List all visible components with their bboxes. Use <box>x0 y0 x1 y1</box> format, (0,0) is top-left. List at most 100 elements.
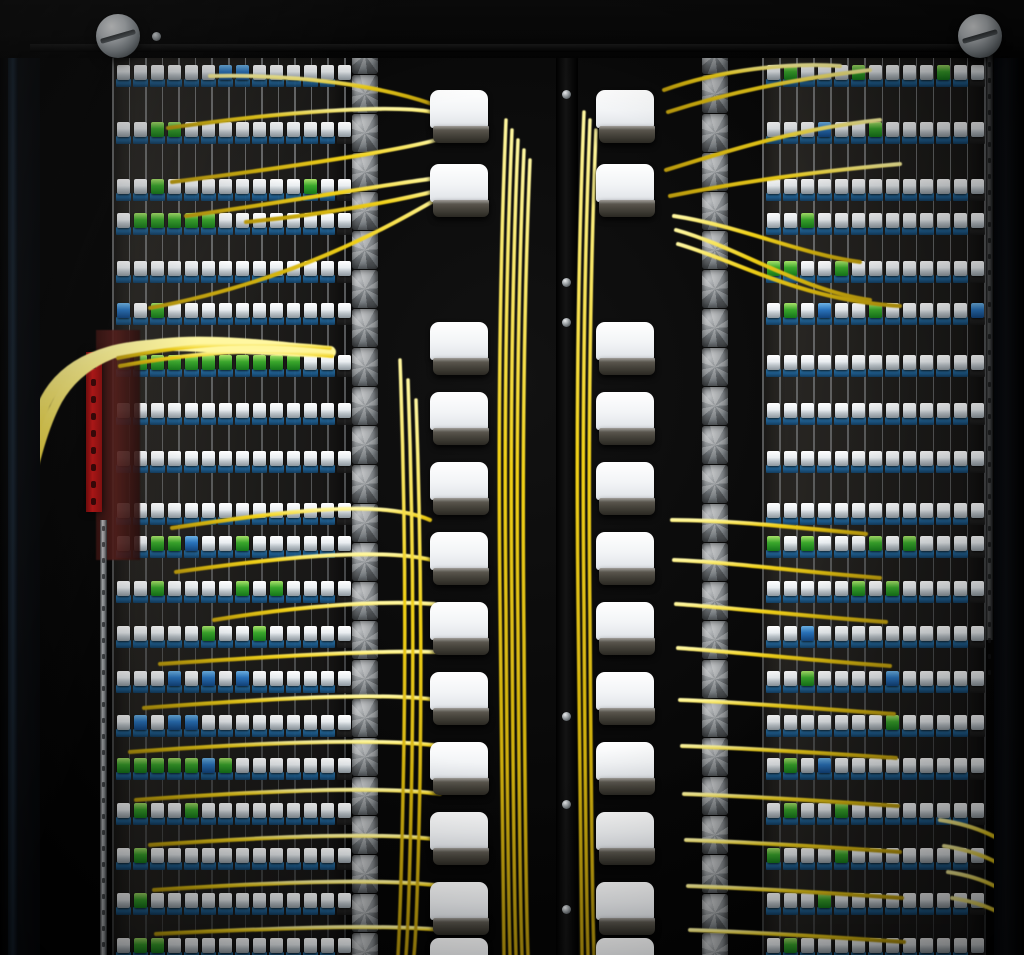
lc-adapter[interactable] <box>117 671 130 686</box>
lc-adapter[interactable] <box>818 938 831 953</box>
adapter-slot[interactable] <box>851 62 867 88</box>
lc-adapter[interactable] <box>253 213 266 228</box>
adapter-slot[interactable] <box>320 755 336 781</box>
lc-adapter[interactable] <box>134 65 147 80</box>
lc-adapter[interactable] <box>784 893 797 908</box>
adapter-slot[interactable] <box>902 533 918 559</box>
lc-adapter[interactable] <box>253 355 266 370</box>
lc-adapter[interactable] <box>304 261 317 276</box>
adapter-slot[interactable] <box>116 668 132 694</box>
lc-adapter[interactable] <box>236 451 249 466</box>
lc-adapter[interactable] <box>835 503 848 518</box>
adapter-slot[interactable] <box>116 623 132 649</box>
lc-adapter[interactable] <box>954 536 967 551</box>
lc-adapter[interactable] <box>236 213 249 228</box>
lc-adapter[interactable] <box>168 758 181 773</box>
lc-adapter[interactable] <box>869 261 882 276</box>
lc-adapter[interactable] <box>852 671 865 686</box>
adapter-slot[interactable] <box>116 712 132 738</box>
cable-tray[interactable] <box>596 392 655 448</box>
adapter-slot[interactable] <box>919 400 935 426</box>
lc-adapter[interactable] <box>937 536 950 551</box>
adapter-slot[interactable] <box>800 623 816 649</box>
lc-adapter[interactable] <box>801 803 814 818</box>
adapter-slot[interactable] <box>150 210 166 236</box>
adapter-slot[interactable] <box>919 210 935 236</box>
adapter-slot[interactable] <box>286 258 302 284</box>
adapter-slot[interactable] <box>766 400 782 426</box>
adapter-slot[interactable] <box>919 800 935 826</box>
adapter-slot[interactable] <box>150 448 166 474</box>
adapter-slot[interactable] <box>817 623 833 649</box>
adapter-slot[interactable] <box>766 300 782 326</box>
lc-adapter[interactable] <box>920 893 933 908</box>
adapter-slot[interactable] <box>218 400 234 426</box>
lc-adapter[interactable] <box>767 355 780 370</box>
adapter-slot[interactable] <box>851 119 867 145</box>
lc-adapter[interactable] <box>253 626 266 641</box>
lc-adapter[interactable] <box>338 671 351 686</box>
adapter-slot[interactable] <box>167 578 183 604</box>
adapter-slot[interactable] <box>337 176 353 202</box>
adapter-slot[interactable] <box>970 712 986 738</box>
adapter-slot[interactable] <box>320 890 336 916</box>
lc-adapter[interactable] <box>784 503 797 518</box>
adapter-slot[interactable] <box>800 62 816 88</box>
adapter-slot[interactable] <box>337 400 353 426</box>
cable-tray[interactable] <box>430 742 489 798</box>
adapter-row[interactable] <box>116 500 354 526</box>
adapter-slot[interactable] <box>936 578 952 604</box>
adapter-slot[interactable] <box>235 755 251 781</box>
adapter-slot[interactable] <box>133 300 149 326</box>
adapter-slot[interactable] <box>970 352 986 378</box>
adapter-slot[interactable] <box>235 533 251 559</box>
adapter-slot[interactable] <box>184 500 200 526</box>
adapter-slot[interactable] <box>953 623 969 649</box>
lc-adapter[interactable] <box>202 536 215 551</box>
adapter-slot[interactable] <box>783 119 799 145</box>
adapter-slot[interactable] <box>252 578 268 604</box>
lc-adapter[interactable] <box>117 626 130 641</box>
adapter-slot[interactable] <box>235 935 251 955</box>
lc-adapter[interactable] <box>784 536 797 551</box>
lc-adapter[interactable] <box>818 503 831 518</box>
lc-adapter[interactable] <box>219 179 232 194</box>
lc-adapter[interactable] <box>954 503 967 518</box>
adapter-slot[interactable] <box>150 533 166 559</box>
lc-adapter[interactable] <box>134 179 147 194</box>
adapter-slot[interactable] <box>885 62 901 88</box>
top-right-thumbscrew[interactable] <box>958 14 1002 58</box>
lc-adapter[interactable] <box>971 715 984 730</box>
lc-adapter[interactable] <box>219 938 232 953</box>
lc-adapter[interactable] <box>954 626 967 641</box>
adapter-slot[interactable] <box>303 845 319 871</box>
lc-adapter[interactable] <box>835 303 848 318</box>
adapter-slot[interactable] <box>868 176 884 202</box>
lc-adapter[interactable] <box>971 893 984 908</box>
adapter-slot[interactable] <box>800 935 816 955</box>
adapter-slot[interactable] <box>286 755 302 781</box>
adapter-slot[interactable] <box>817 119 833 145</box>
lc-adapter[interactable] <box>801 122 814 137</box>
adapter-slot[interactable] <box>133 210 149 236</box>
adapter-slot[interactable] <box>783 800 799 826</box>
adapter-slot[interactable] <box>286 800 302 826</box>
lc-adapter[interactable] <box>219 213 232 228</box>
lc-adapter[interactable] <box>236 938 249 953</box>
adapter-slot[interactable] <box>868 578 884 604</box>
adapter-slot[interactable] <box>953 500 969 526</box>
adapter-slot[interactable] <box>885 712 901 738</box>
adapter-slot[interactable] <box>834 210 850 236</box>
lc-adapter[interactable] <box>903 715 916 730</box>
adapter-slot[interactable] <box>868 258 884 284</box>
lc-adapter[interactable] <box>954 403 967 418</box>
lc-adapter[interactable] <box>954 355 967 370</box>
lc-adapter[interactable] <box>801 65 814 80</box>
adapter-slot[interactable] <box>116 845 132 871</box>
lc-adapter[interactable] <box>270 355 283 370</box>
adapter-slot[interactable] <box>337 533 353 559</box>
lc-adapter[interactable] <box>920 758 933 773</box>
lc-adapter[interactable] <box>835 626 848 641</box>
adapter-slot[interactable] <box>320 119 336 145</box>
lc-adapter[interactable] <box>134 122 147 137</box>
